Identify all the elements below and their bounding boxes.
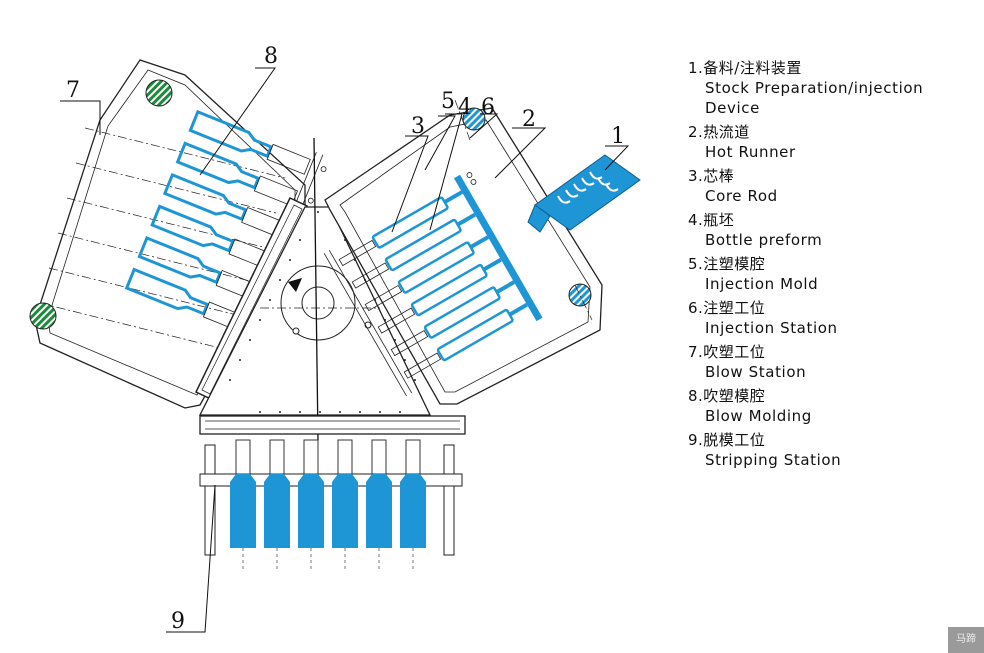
callout-7: 7 (66, 78, 80, 103)
stripped-bottles (230, 439, 426, 570)
legend-zh: 9.脱模工位 (688, 431, 766, 449)
legend-en: Bottle preform (705, 231, 823, 249)
legend-zh: 4.瓶坯 (688, 211, 735, 229)
legend-zh: 6.注塑工位 (688, 299, 766, 317)
blow-station (29, 59, 327, 409)
callout-5: 5 (441, 89, 455, 114)
legend-zh: 3.芯棒 (688, 167, 735, 185)
injection-unit (527, 154, 641, 233)
callout-1: 1 (611, 124, 625, 149)
legend-item: 7.吹塑工位 Blow Station (688, 342, 980, 382)
legend-item: 4.瓶坯 Bottle preform (688, 210, 980, 250)
legend-en: Blow Molding (705, 407, 812, 425)
callout-8: 8 (264, 44, 278, 69)
rotary-table (198, 137, 432, 441)
legend-item: 6.注塑工位 Injection Station (688, 298, 980, 338)
callout-2: 2 (522, 107, 536, 132)
legend-item: 8.吹塑模腔 Blow Molding (688, 386, 980, 426)
legend-zh: 7.吹塑工位 (688, 343, 766, 361)
legend-en: Injection Mold (705, 275, 819, 293)
injection-station (323, 99, 603, 405)
legend-zh: 1.备料/注料装置 (688, 59, 802, 77)
legend-en: Stripping Station (705, 451, 842, 469)
legend: 1.备料/注料装置 Stock Preparation/injection De… (688, 58, 980, 474)
callout-9: 9 (171, 609, 185, 634)
legend-en: Core Rod (705, 187, 778, 205)
stripping-station (199, 415, 466, 570)
legend-item: 9.脱模工位 Stripping Station (688, 430, 980, 470)
injection-mold-cavities (323, 172, 543, 397)
legend-zh: 8.吹塑模腔 (688, 387, 766, 405)
callout-3: 3 (411, 114, 425, 139)
legend-item: 3.芯棒 Core Rod (688, 166, 980, 206)
callout-leaders (60, 67, 630, 633)
callout-6: 6 (481, 95, 495, 120)
callout-4: 4 (458, 95, 472, 120)
legend-en: Hot Runner (705, 143, 796, 161)
legend-en: Blow Station (705, 363, 807, 381)
legend-en: Injection Station (705, 319, 838, 337)
legend-zh: 5.注塑模腔 (688, 255, 766, 273)
legend-zh: 2.热流道 (688, 123, 750, 141)
legend-item: 5.注塑模腔 Injection Mold (688, 254, 980, 294)
legend-item: 2.热流道 Hot Runner (688, 122, 980, 162)
watermark: 马蹄 (948, 627, 984, 653)
legend-en: Stock Preparation/injection Device (705, 79, 924, 117)
legend-item: 1.备料/注料装置 Stock Preparation/injection De… (688, 58, 980, 118)
